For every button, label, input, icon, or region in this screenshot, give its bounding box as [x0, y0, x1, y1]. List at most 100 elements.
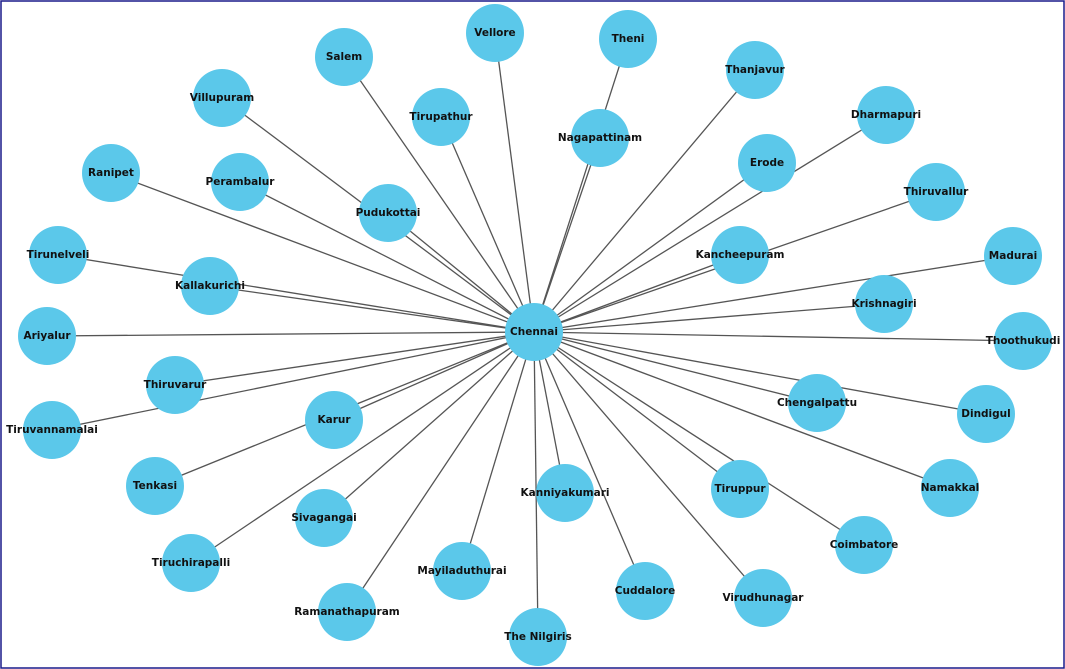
- node-label-namakkal: Namakkal: [921, 482, 980, 494]
- node-thiruvallur: Thiruvallur: [904, 163, 969, 221]
- edge-chennai-ranipet: [110, 172, 535, 333]
- edge-chennai-perambalur: [239, 181, 535, 333]
- node-label-coimbatore: Coimbatore: [830, 539, 899, 551]
- node-label-thiruvallur: Thiruvallur: [904, 186, 969, 198]
- node-circle-tenkasi: [126, 457, 184, 515]
- node-label-ariyalur: Ariyalur: [23, 330, 71, 342]
- node-circle-thiruvallur: [907, 163, 965, 221]
- node-karur: Karur: [305, 391, 363, 449]
- node-salem: Salem: [315, 28, 373, 86]
- node-thiruvarur: Thiruvarur: [144, 356, 207, 414]
- node-label-ramanathapuram: Ramanathapuram: [294, 606, 400, 618]
- node-label-virudhunagar: Virudhunagar: [722, 592, 804, 604]
- edge-chennai-madurai: [533, 255, 1014, 333]
- node-tiruvannamalai: Tiruvannamalai: [6, 401, 98, 459]
- node-label-villupuram: Villupuram: [190, 92, 254, 104]
- node-circle-namakkal: [921, 459, 979, 517]
- node-label-tirupathur: Tirupathur: [409, 111, 473, 123]
- edge-chennai-ramanathapuram: [346, 331, 535, 613]
- node-circle-tiruvannamalai: [23, 401, 81, 459]
- node-circle-dindigul: [957, 385, 1015, 443]
- node-circle-tirunelveli: [29, 226, 87, 284]
- node-label-nagapattinam: Nagapattinam: [558, 132, 642, 144]
- node-chennai: Chennai: [505, 303, 563, 361]
- node-thanjavur: Thanjavur: [725, 41, 786, 99]
- node-circle-kancheepuram: [711, 226, 769, 284]
- node-virudhunagar: Virudhunagar: [722, 569, 804, 627]
- node-label-pudukottai: Pudukottai: [356, 207, 421, 219]
- node-pudukottai: Pudukottai: [356, 184, 421, 242]
- node-label-kancheepuram: Kancheepuram: [696, 249, 785, 261]
- node-kanniyakumari: Kanniyakumari: [521, 464, 610, 522]
- node-label-tiruchirapalli: Tiruchirapalli: [152, 557, 230, 569]
- node-circle-sivagangai: [295, 489, 353, 547]
- node-label-cuddalore: Cuddalore: [615, 585, 675, 597]
- node-tirunelveli: Tirunelveli: [27, 226, 89, 284]
- node-circle-the-nilgiris: [509, 608, 567, 666]
- node-dharmapuri: Dharmapuri: [851, 86, 921, 144]
- node-label-madurai: Madurai: [989, 250, 1037, 262]
- node-label-tenkasi: Tenkasi: [133, 480, 177, 492]
- node-circle-chennai: [505, 303, 563, 361]
- node-label-kanniyakumari: Kanniyakumari: [521, 487, 610, 499]
- node-label-karur: Karur: [317, 414, 351, 426]
- edge-chennai-the-nilgiris: [533, 331, 539, 638]
- node-label-chennai: Chennai: [510, 326, 558, 338]
- edge-chennai-vellore: [494, 32, 535, 333]
- node-circle-tirupathur: [412, 88, 470, 146]
- node-circle-mayiladuthurai: [433, 542, 491, 600]
- node-label-salem: Salem: [326, 51, 362, 63]
- node-label-mayiladuthurai: Mayiladuthurai: [417, 565, 506, 577]
- edge-chennai-thiruvarur: [174, 331, 535, 386]
- edge-chennai-krishnagiri: [533, 303, 885, 333]
- node-circle-tiruppur: [711, 460, 769, 518]
- node-label-erode: Erode: [750, 157, 784, 169]
- node-ramanathapuram: Ramanathapuram: [294, 583, 400, 641]
- node-label-dindigul: Dindigul: [961, 408, 1011, 420]
- node-kallakurichi: Kallakurichi: [175, 257, 245, 315]
- node-tiruppur: Tiruppur: [711, 460, 769, 518]
- node-circle-krishnagiri: [855, 275, 913, 333]
- edge-chennai-erode: [533, 162, 768, 333]
- node-circle-ariyalur: [18, 307, 76, 365]
- node-circle-dharmapuri: [857, 86, 915, 144]
- node-label-tiruvannamalai: Tiruvannamalai: [6, 424, 98, 436]
- node-circle-tiruchirapalli: [162, 534, 220, 592]
- edge-chennai-ariyalur: [46, 331, 535, 337]
- edge-chennai-sivagangai: [323, 331, 535, 519]
- node-coimbatore: Coimbatore: [830, 516, 899, 574]
- node-circle-cuddalore: [616, 562, 674, 620]
- edge-chennai-tiruchirapalli: [190, 331, 535, 564]
- node-tirupathur: Tirupathur: [409, 88, 473, 146]
- node-perambalur: Perambalur: [206, 153, 275, 211]
- edge-chennai-thoothukudi: [533, 331, 1024, 342]
- edge-chennai-tirupathur: [440, 116, 535, 333]
- node-label-kallakurichi: Kallakurichi: [175, 280, 245, 292]
- edge-chennai-kancheepuram: [533, 254, 741, 333]
- edge-chennai-thanjavur: [533, 69, 756, 333]
- node-kancheepuram: Kancheepuram: [696, 226, 785, 284]
- node-thoothukudi: Thoothukudi: [986, 312, 1060, 370]
- node-label-ranipet: Ranipet: [88, 167, 134, 179]
- node-label-the-nilgiris: The Nilgiris: [504, 631, 572, 643]
- node-ariyalur: Ariyalur: [18, 307, 76, 365]
- edge-chennai-cuddalore: [533, 331, 646, 592]
- node-the-nilgiris: The Nilgiris: [504, 608, 572, 666]
- node-label-theni: Theni: [612, 33, 645, 45]
- node-vellore: Vellore: [466, 4, 524, 62]
- node-circle-chengalpattu: [788, 374, 846, 432]
- edge-chennai-pudukottai: [387, 212, 535, 333]
- node-circle-coimbatore: [835, 516, 893, 574]
- node-circle-theni: [599, 10, 657, 68]
- node-dindigul: Dindigul: [957, 385, 1015, 443]
- edge-chennai-kallakurichi: [209, 285, 535, 333]
- edge-chennai-tiruvannamalai: [51, 331, 535, 431]
- edge-chennai-chengalpattu: [533, 331, 818, 404]
- edge-chennai-karur: [333, 331, 535, 421]
- node-circle-ramanathapuram: [318, 583, 376, 641]
- node-erode: Erode: [738, 134, 796, 192]
- node-circle-thanjavur: [726, 41, 784, 99]
